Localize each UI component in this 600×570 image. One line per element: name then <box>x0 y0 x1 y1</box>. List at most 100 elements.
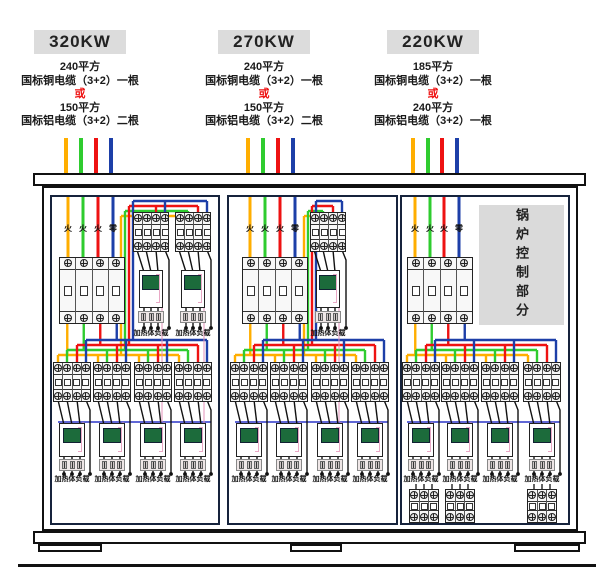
contactor-display <box>451 428 469 443</box>
breaker-pole <box>298 363 307 401</box>
terminal-dot <box>490 472 494 476</box>
wire <box>147 399 154 426</box>
terminal-clamp <box>286 461 292 469</box>
breaker-handle <box>466 502 474 510</box>
wire <box>155 249 159 273</box>
terminal-clamp <box>320 461 326 469</box>
terminal-dot <box>320 472 324 476</box>
terminal-screw <box>203 214 211 222</box>
heater-load-label: 加热体负载 <box>403 476 439 483</box>
terminal-screw <box>429 491 438 499</box>
wire <box>302 399 308 474</box>
terminal-screw <box>134 214 142 222</box>
terminal-screw <box>121 364 130 372</box>
terminal-screw <box>321 392 330 400</box>
terminal-screw <box>312 364 321 372</box>
terminal-dot <box>437 472 441 476</box>
terminal-screw <box>231 364 240 372</box>
wiring-svg <box>56 197 213 476</box>
breaker-handle <box>320 228 328 236</box>
breaker-handle <box>427 285 436 296</box>
terminal-screw <box>329 242 337 250</box>
phase-label: 零 <box>109 224 117 233</box>
breaker-handle <box>94 378 102 386</box>
breaker-pole <box>249 363 259 401</box>
heater-load-label: 加热体负载 <box>442 476 478 483</box>
terminal-screw <box>542 364 551 372</box>
section-heading: 220KW <box>387 30 479 54</box>
terminal-clamp <box>318 313 324 321</box>
terminal-screw <box>143 242 151 250</box>
terminal-screw <box>321 364 330 372</box>
breaker-pole <box>60 258 77 323</box>
terminal-dot <box>169 472 173 476</box>
terminal-screw <box>144 392 153 400</box>
terminal-screw <box>329 214 337 222</box>
spec-line: 150平方 <box>59 101 101 114</box>
terminal-dot <box>328 472 332 476</box>
terminal-clamp <box>367 461 373 469</box>
terminal-dot <box>118 472 122 476</box>
breaker-handle <box>103 378 111 386</box>
wire <box>66 399 73 426</box>
breaker-pole <box>121 363 130 401</box>
terminal-screw <box>81 392 90 400</box>
main-breaker <box>407 257 473 324</box>
breaker-handle <box>203 228 211 236</box>
phase-label: 零 <box>455 224 463 233</box>
group-breaker <box>270 362 308 402</box>
breaker-handle <box>538 502 546 510</box>
wire <box>343 399 349 474</box>
wire <box>234 399 242 426</box>
terminal-screw <box>63 259 72 267</box>
group-breaker <box>481 362 519 402</box>
wire <box>262 399 268 474</box>
breaker-handle <box>79 285 88 296</box>
contactor <box>276 423 302 457</box>
terminal-dot <box>287 472 291 476</box>
breaker-pole <box>379 363 388 401</box>
breaker-handle <box>431 378 439 386</box>
terminal-clamp <box>504 461 510 469</box>
breaker-handle <box>491 378 499 386</box>
aux-terminal-block <box>409 489 439 523</box>
or-label: 或 <box>258 88 270 100</box>
terminal-screw <box>175 364 184 372</box>
group-breaker <box>523 362 561 402</box>
spec-line: 国标铝电缆（3+2）二根 <box>205 115 323 127</box>
terminal-clamp <box>76 461 82 469</box>
spec-line: 240平方 <box>59 61 101 73</box>
breaker-handle <box>262 285 271 296</box>
breaker-pole <box>259 258 276 323</box>
terminal-screw <box>338 214 346 222</box>
contactor-display <box>103 428 121 443</box>
terminal-screw <box>103 392 112 400</box>
breaker-handle <box>246 285 255 296</box>
or-label: 或 <box>427 88 439 100</box>
terminal-screw <box>94 364 103 372</box>
breaker-pole <box>243 258 260 323</box>
terminal-clamp <box>183 313 189 321</box>
terminal-screw <box>153 392 162 400</box>
wire <box>97 399 105 426</box>
breaker-handle <box>135 378 143 386</box>
phase-label: 火 <box>94 224 102 233</box>
section-header-220kw: 220KW 185平方 国标铜电缆（3+2）一根 或 240平方 国标铝电缆（3… <box>363 30 503 129</box>
terminal-dot <box>368 472 372 476</box>
terminal-dot <box>198 326 202 330</box>
terminal-screw <box>410 513 419 521</box>
wire <box>138 399 146 426</box>
breaker-pole <box>72 363 82 401</box>
terminal-screw <box>444 314 453 322</box>
terminal-block <box>276 459 302 471</box>
heater-load-label: 加热体负载 <box>231 476 267 483</box>
breaker-pole <box>63 363 73 401</box>
terminal-screw <box>410 491 419 499</box>
breaker-handle <box>321 378 329 386</box>
breaker-pole <box>528 490 538 522</box>
terminal-screw <box>249 364 258 372</box>
breaker-handle <box>422 378 430 386</box>
breaker-pole <box>465 490 474 522</box>
wire <box>164 249 170 328</box>
terminal-dot <box>450 472 454 476</box>
